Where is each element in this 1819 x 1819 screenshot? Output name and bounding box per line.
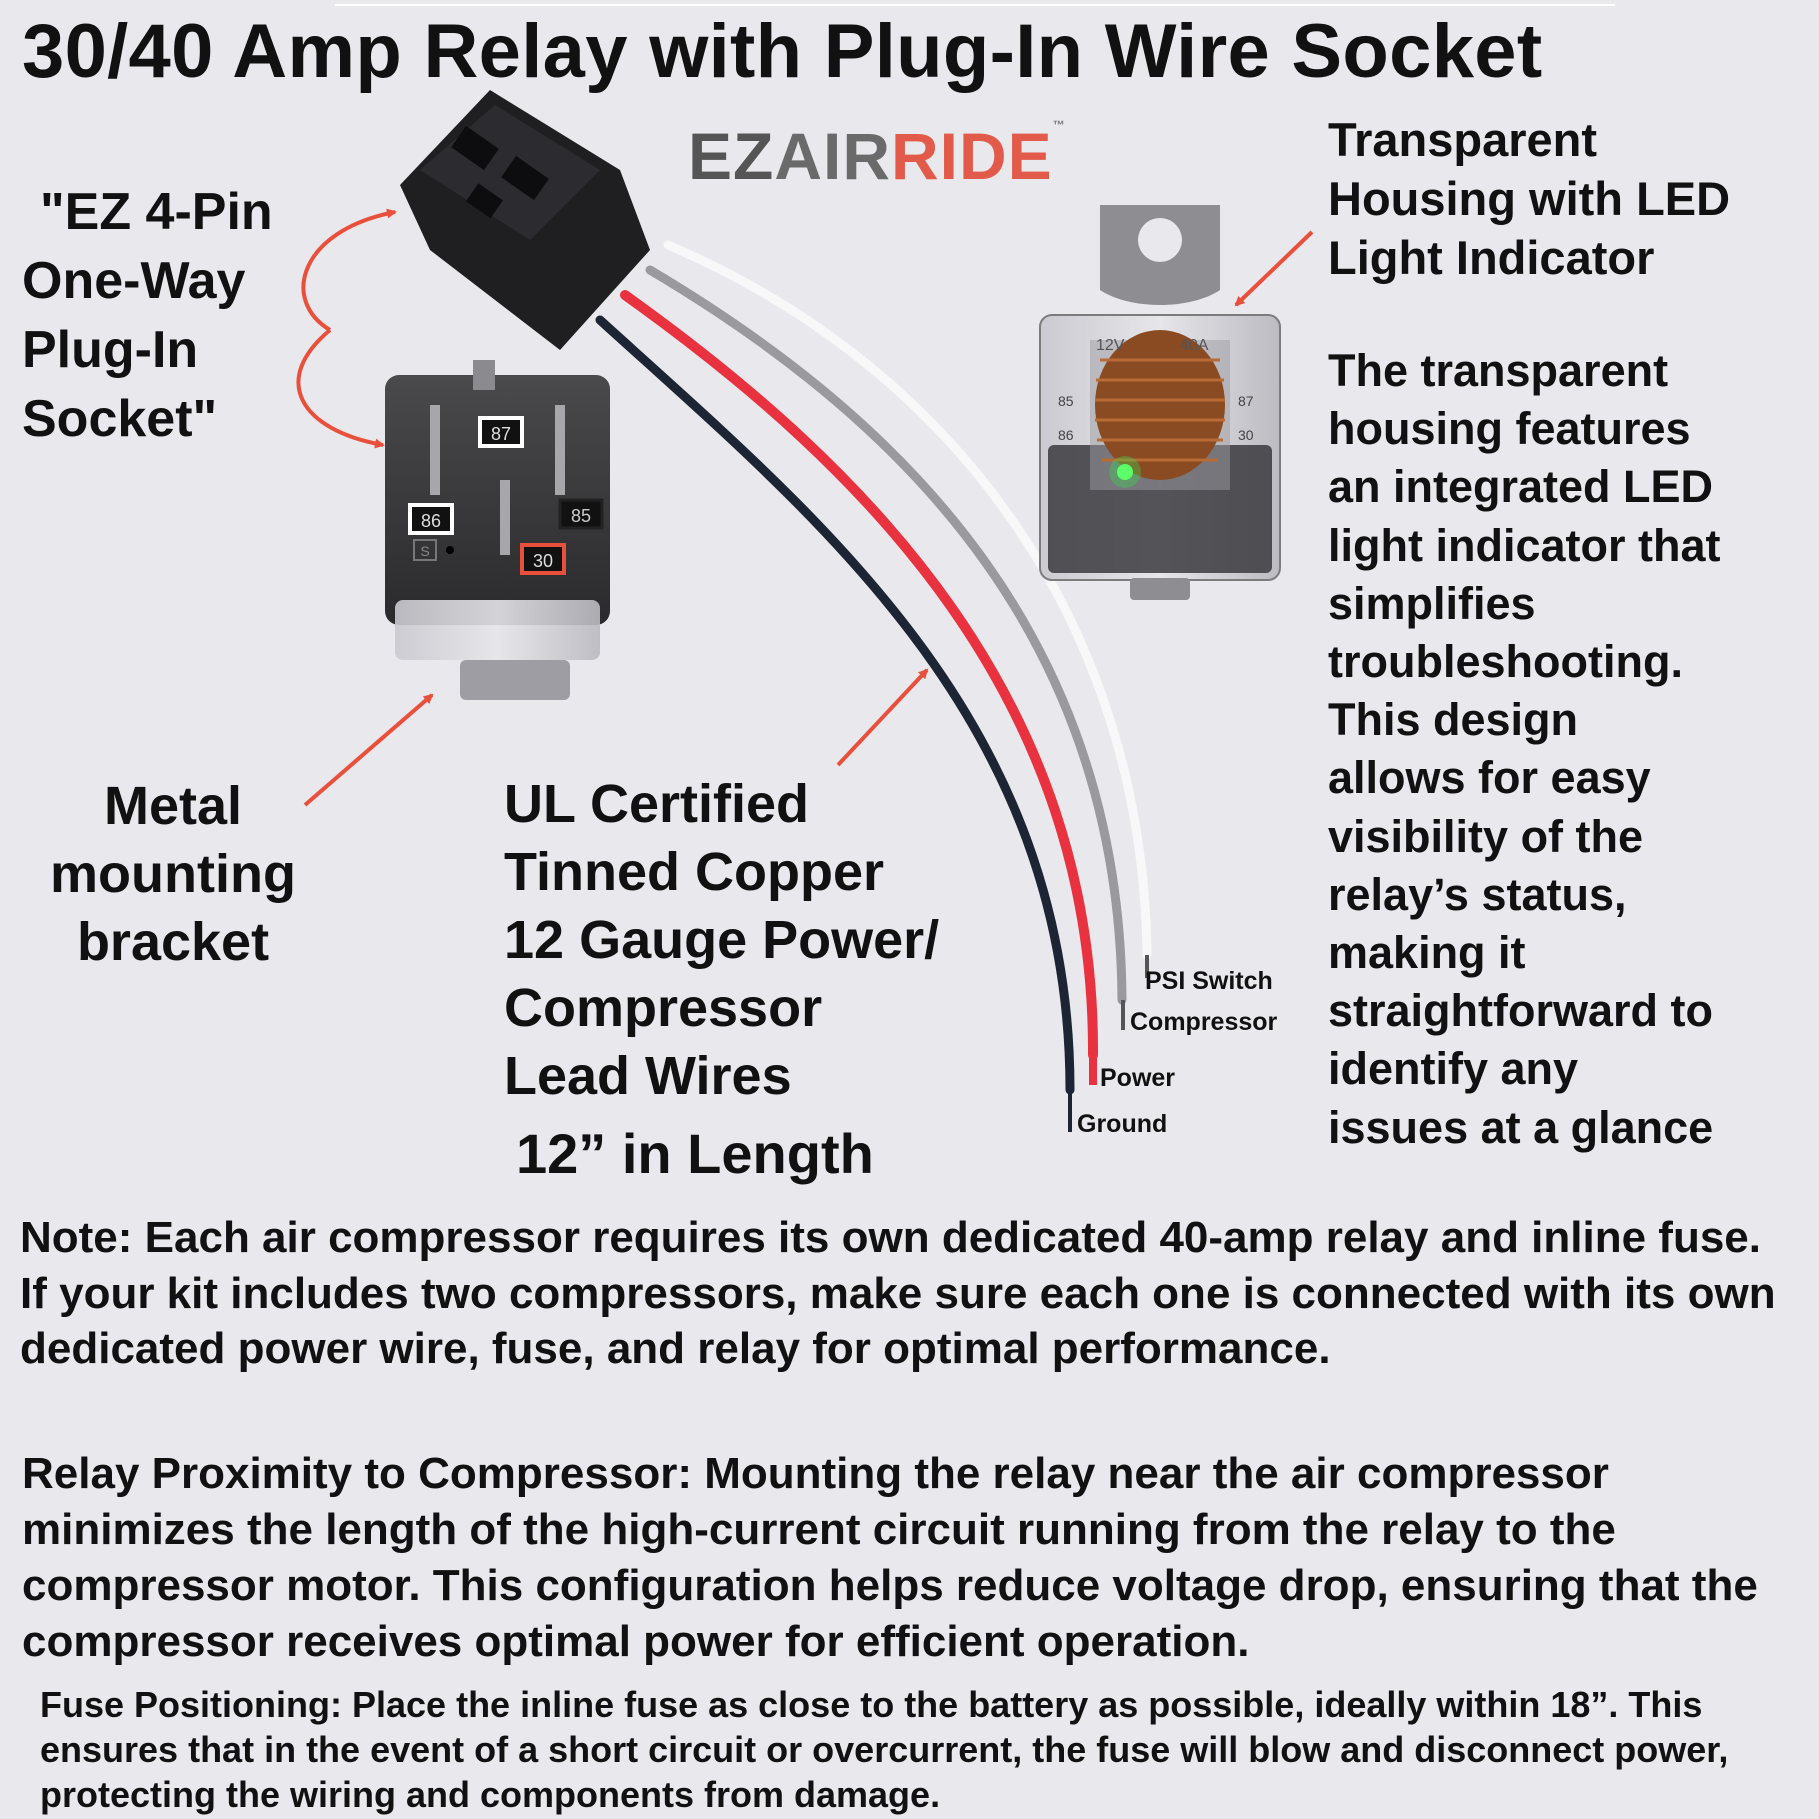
transparent-relay: 12V 40A 85 86 87 30 — [1039, 205, 1281, 600]
wire-arrow — [836, 668, 929, 767]
housing-callout-title: Transparent Housing with LED Light Indic… — [1328, 110, 1730, 287]
housing-line: relay’s status, — [1328, 868, 1627, 920]
pin-30-label: 30 — [533, 551, 553, 571]
page-title: 30/40 Amp Relay with Plug-In Wire Socket — [22, 9, 1543, 94]
socket-callout: "EZ 4-Pin One-Way Plug-In Socket" — [22, 178, 273, 454]
wire-callout-line: UL Certified — [504, 774, 810, 834]
ezairride-logo: EZAIRRIDE™ — [688, 118, 1066, 194]
bracket-callout-line: mounting — [50, 844, 296, 904]
logo-trademark: ™ — [1052, 118, 1066, 132]
relay-print-87: 87 — [1238, 393, 1254, 409]
bracket-callout: Metal mounting bracket — [28, 772, 318, 976]
socket-callout-line: One-Way — [22, 252, 246, 310]
wire-tag-ground: Ground — [1077, 1110, 1168, 1138]
wire-grey — [645, 265, 1127, 1005]
socket-callout-line: Plug-In — [22, 321, 199, 379]
wire-tips — [1068, 955, 1149, 1132]
wire-callout: UL Certified Tinned Copper 12 Gauge Powe… — [504, 770, 939, 1110]
logo-air: AIR — [774, 119, 892, 193]
relay-print-85: 85 — [1058, 393, 1074, 409]
note-paragraph: Note: Each air compressor requires its o… — [20, 1213, 1776, 1373]
housing-line: making it — [1328, 927, 1526, 979]
bracket-callout-line: bracket — [76, 912, 270, 972]
led-indicator — [1117, 464, 1133, 480]
pin-85-label: 85 — [571, 506, 591, 526]
housing-line: troubleshooting. — [1328, 636, 1683, 688]
wire-tag-psi-switch: PSI Switch — [1145, 967, 1273, 995]
housing-description: The transparent housing features an inte… — [1328, 342, 1720, 1157]
bracket-arrow — [303, 693, 434, 807]
relay-print-86: 86 — [1058, 427, 1074, 443]
socket-arrow-up — [301, 208, 397, 332]
wire-tag-power: Power — [1100, 1064, 1176, 1092]
socket-callout-line: Socket" — [22, 390, 218, 448]
housing-title-line: Housing with LED — [1328, 172, 1731, 225]
wire-red — [620, 290, 1099, 1060]
wire-tag-compressor: Compressor — [1130, 1008, 1278, 1036]
top-divider — [335, 4, 1615, 6]
proximity-paragraph: Relay Proximity to Compressor: Mounting … — [22, 1449, 1758, 1666]
housing-title-line: Light Indicator — [1328, 231, 1655, 284]
housing-line: housing features — [1328, 403, 1691, 455]
housing-line: allows for easy — [1328, 752, 1651, 804]
housing-line: The transparent — [1328, 345, 1669, 396]
lead-wires — [595, 240, 1152, 1095]
housing-title-line: Transparent — [1328, 113, 1598, 166]
housing-line: This design — [1328, 694, 1579, 746]
relay-print-30: 30 — [1238, 427, 1254, 443]
housing-line: straightforward to — [1328, 985, 1714, 1037]
logo-ride: RIDE — [891, 119, 1053, 193]
housing-line: simplifies — [1328, 577, 1536, 629]
wire-socket — [400, 90, 650, 350]
pin-87-label: 87 — [491, 424, 511, 444]
housing-line: identify any — [1328, 1043, 1579, 1095]
wire-black — [595, 315, 1075, 1095]
pin-s-label: S — [420, 543, 429, 559]
relay-print-40a: 40A — [1180, 337, 1209, 354]
wire-white — [663, 240, 1152, 960]
housing-line: light indicator that — [1328, 519, 1721, 571]
housing-line: visibility of the — [1328, 810, 1644, 862]
wire-callout-line: 12 Gauge Power/ — [504, 910, 940, 970]
socket-arrow-down — [296, 328, 385, 449]
logo-ez: EZ — [688, 119, 775, 193]
housing-line: issues at a glance — [1328, 1101, 1714, 1153]
callout-arrows — [296, 208, 1314, 807]
wire-length-label: 12” in Length — [516, 1122, 874, 1185]
relay-print-12v: 12V — [1096, 337, 1125, 354]
socket-callout-line: "EZ 4-Pin — [40, 183, 273, 241]
wire-callout-line: Tinned Copper — [504, 842, 885, 902]
fuse-paragraph: Fuse Positioning: Place the inline fuse … — [40, 1684, 1729, 1815]
housing-arrow — [1234, 230, 1314, 307]
bracket-callout-line: Metal — [103, 776, 243, 836]
pin-86-label: 86 — [421, 511, 441, 531]
housing-line: an integrated LED — [1328, 461, 1714, 513]
wire-callout-line: Compressor — [504, 978, 823, 1038]
wire-callout-line: Lead Wires — [504, 1046, 792, 1106]
relay-pin-view: 87 86 85 30 S — [385, 360, 610, 700]
